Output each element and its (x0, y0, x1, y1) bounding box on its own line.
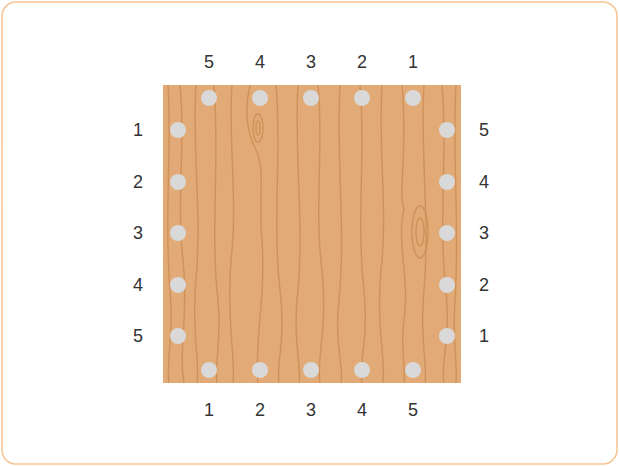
peg-number: 3 (479, 224, 489, 242)
peg-number: 4 (357, 401, 367, 419)
peg-holes (170, 90, 455, 378)
peg-number: 1 (479, 327, 489, 345)
peg-number: 1 (204, 401, 214, 419)
peg-number: 3 (306, 401, 316, 419)
peg-number: 4 (255, 53, 265, 71)
peg-number: 2 (255, 401, 265, 419)
peg-number: 5 (479, 121, 489, 139)
peg-number: 2 (133, 173, 143, 191)
peg-number: 5 (133, 327, 143, 345)
wood-grain (168, 85, 457, 383)
peg-number: 5 (408, 401, 418, 419)
peg-number: 2 (357, 53, 367, 71)
peg-number: 4 (133, 276, 143, 294)
peg-number: 3 (306, 53, 316, 71)
wood-board (163, 85, 461, 383)
peg-number: 1 (133, 121, 143, 139)
peg-number: 1 (408, 53, 418, 71)
peg-number: 5 (204, 53, 214, 71)
peg-number: 4 (479, 173, 489, 191)
peg-number: 3 (133, 224, 143, 242)
peg-number: 2 (479, 276, 489, 294)
